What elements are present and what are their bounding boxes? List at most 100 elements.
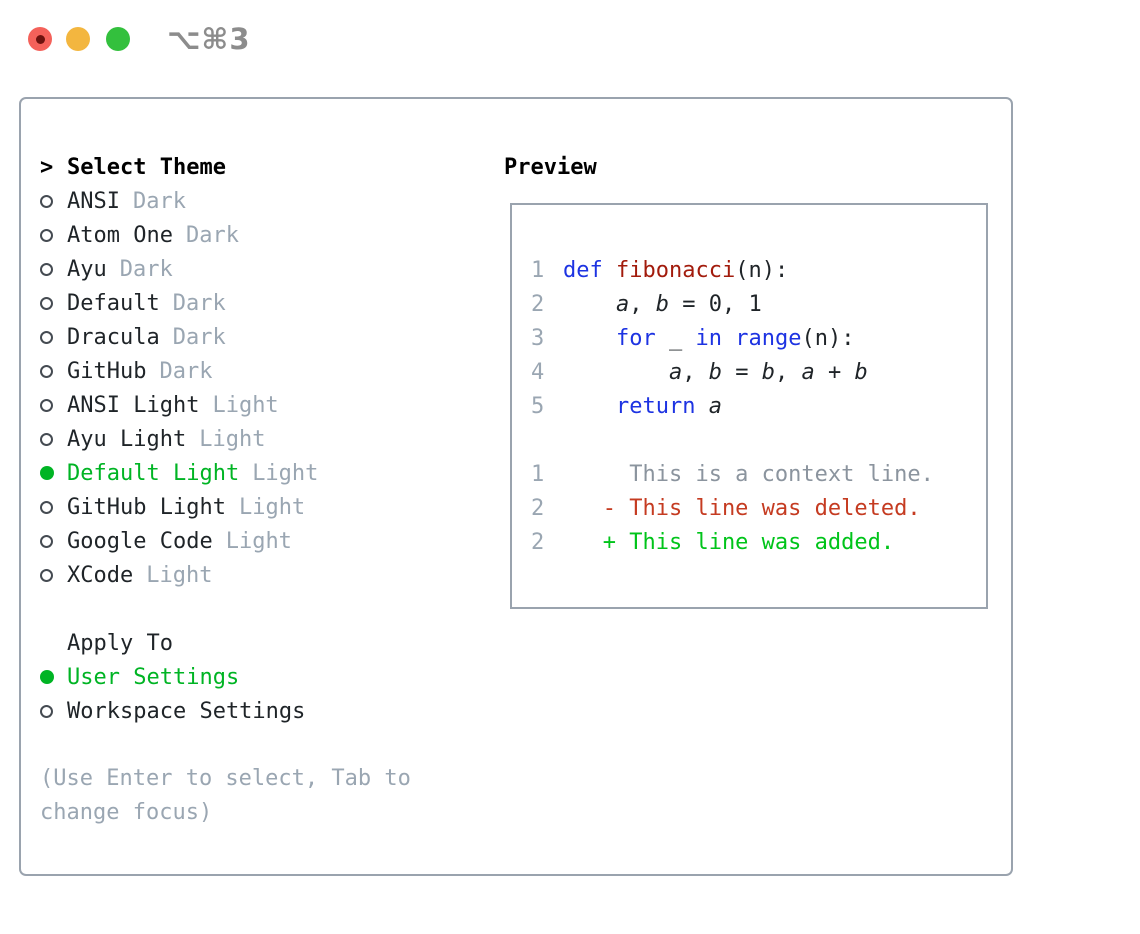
theme-item-dracula[interactable]: Dracula Dark xyxy=(40,320,411,354)
code-line: 2 - This line was deleted. xyxy=(531,491,986,525)
theme-item-ayu[interactable]: Ayu Dark xyxy=(40,252,411,286)
radio-unselected-icon xyxy=(40,194,67,208)
code-line-content: This is a context line. xyxy=(563,461,934,487)
code-line-content: a, b = b, a + b xyxy=(668,359,868,385)
option-variant-label: Dark xyxy=(159,358,213,384)
code-line: 2 + This line was added. xyxy=(531,525,986,559)
code-line-content: def fibonacci(n): xyxy=(563,257,789,283)
apply-to-title: Apply To xyxy=(67,630,173,656)
spacer xyxy=(40,728,411,762)
option-label: Default xyxy=(67,290,160,316)
option-variant-label: Dark xyxy=(172,324,226,350)
theme-item-default-light[interactable]: Default Light Light xyxy=(40,456,411,490)
spacer xyxy=(40,592,411,626)
code-line: 5 return a xyxy=(531,389,986,423)
option-variant-label: Light xyxy=(252,460,319,486)
apply-to-header: Apply To xyxy=(40,626,411,660)
select-theme-header: > Select Theme xyxy=(40,150,411,184)
zoom-button[interactable] xyxy=(106,27,130,51)
theme-item-ayu-light[interactable]: Ayu Light Light xyxy=(40,422,411,456)
option-variant-label: Dark xyxy=(132,188,186,214)
theme-item-default[interactable]: Default Dark xyxy=(40,286,411,320)
radio-unselected-icon xyxy=(40,432,67,446)
theme-item-github-light[interactable]: GitHub Light Light xyxy=(40,490,411,524)
radio-unselected-icon xyxy=(40,534,67,548)
theme-item-ansi-light[interactable]: ANSI Light Light xyxy=(40,388,411,422)
radio-unselected-icon xyxy=(40,228,67,242)
line-number: 4 xyxy=(531,359,545,385)
radio-unselected-icon xyxy=(40,500,67,514)
option-variant-label: Dark xyxy=(185,222,239,248)
line-number: 1 xyxy=(531,257,545,283)
theme-item-google-code[interactable]: Google Code Light xyxy=(40,524,411,558)
code-line-content: + This line was added. xyxy=(563,529,895,555)
option-variant-label: Light xyxy=(238,494,306,520)
option-variant-label: Light xyxy=(199,426,266,452)
option-label: GitHub Light xyxy=(67,494,226,520)
option-variant-label: Light xyxy=(146,562,213,588)
radio-selected-icon xyxy=(40,466,67,480)
option-label: XCode xyxy=(67,562,134,588)
code-line-content: - This line was deleted. xyxy=(563,495,921,521)
radio-unselected-icon xyxy=(40,568,67,582)
keyboard-hint-line: (Use Enter to select, Tab to xyxy=(40,766,411,791)
code-line-content: a, b = 0, 1 xyxy=(615,291,762,317)
preview-title: Preview xyxy=(504,154,597,180)
option-variant-label: Dark xyxy=(172,290,226,316)
theme-item-xcode[interactable]: XCode Light xyxy=(40,558,411,592)
line-number: 2 xyxy=(531,495,545,521)
prompt-caret-icon: > xyxy=(40,154,54,180)
apply-option-user-settings[interactable]: User Settings xyxy=(40,660,411,694)
option-variant-label: Dark xyxy=(119,256,173,282)
option-label: User Settings xyxy=(67,664,240,690)
option-label: Dracula xyxy=(67,324,160,350)
minimize-button[interactable] xyxy=(66,27,90,51)
code-line-content: for _ in range(n): xyxy=(615,325,855,351)
option-variant-label: Light xyxy=(225,528,292,554)
radio-unselected-icon xyxy=(40,398,67,412)
option-label: Ayu xyxy=(67,256,107,282)
option-label: Ayu Light xyxy=(67,426,187,452)
radio-unselected-icon xyxy=(40,364,67,378)
code-line: 1 This is a context line. xyxy=(531,457,986,491)
theme-item-github[interactable]: GitHub Dark xyxy=(40,354,411,388)
code-line-content: return a xyxy=(615,393,722,419)
apply-option-workspace-settings[interactable]: Workspace Settings xyxy=(40,694,411,728)
line-number: 2 xyxy=(531,529,545,555)
option-label: ANSI Light xyxy=(67,392,200,418)
select-theme-title: Select Theme xyxy=(67,154,226,180)
option-variant-label: Light xyxy=(212,392,279,418)
radio-selected-icon xyxy=(40,670,67,684)
option-label: Google Code xyxy=(67,528,213,554)
titlebar: ⌥⌘3 xyxy=(0,0,1140,76)
theme-item-ansi[interactable]: ANSI Dark xyxy=(40,184,411,218)
code-line: 3 for _ in range(n): xyxy=(531,321,986,355)
radio-unselected-icon xyxy=(40,262,67,276)
option-label: GitHub xyxy=(67,358,147,384)
code-line xyxy=(531,423,986,457)
option-label: Atom One xyxy=(67,222,173,248)
radio-unselected-icon xyxy=(40,330,67,344)
line-number: 2 xyxy=(531,291,545,317)
code-line: 4 a, b = b, a + b xyxy=(531,355,986,389)
code-line: 2 a, b = 0, 1 xyxy=(531,287,986,321)
close-button[interactable] xyxy=(28,27,52,51)
line-number: 1 xyxy=(531,461,545,487)
window-shortcut-label: ⌥⌘3 xyxy=(167,22,251,56)
option-label: ANSI xyxy=(67,188,120,214)
radio-unselected-icon xyxy=(40,704,67,718)
option-label: Workspace Settings xyxy=(67,698,306,724)
radio-unselected-icon xyxy=(40,296,67,310)
line-number: 3 xyxy=(531,325,545,351)
theme-item-atom-one[interactable]: Atom One Dark xyxy=(40,218,411,252)
line-number: 5 xyxy=(531,393,545,419)
option-label: Default Light xyxy=(67,460,240,486)
